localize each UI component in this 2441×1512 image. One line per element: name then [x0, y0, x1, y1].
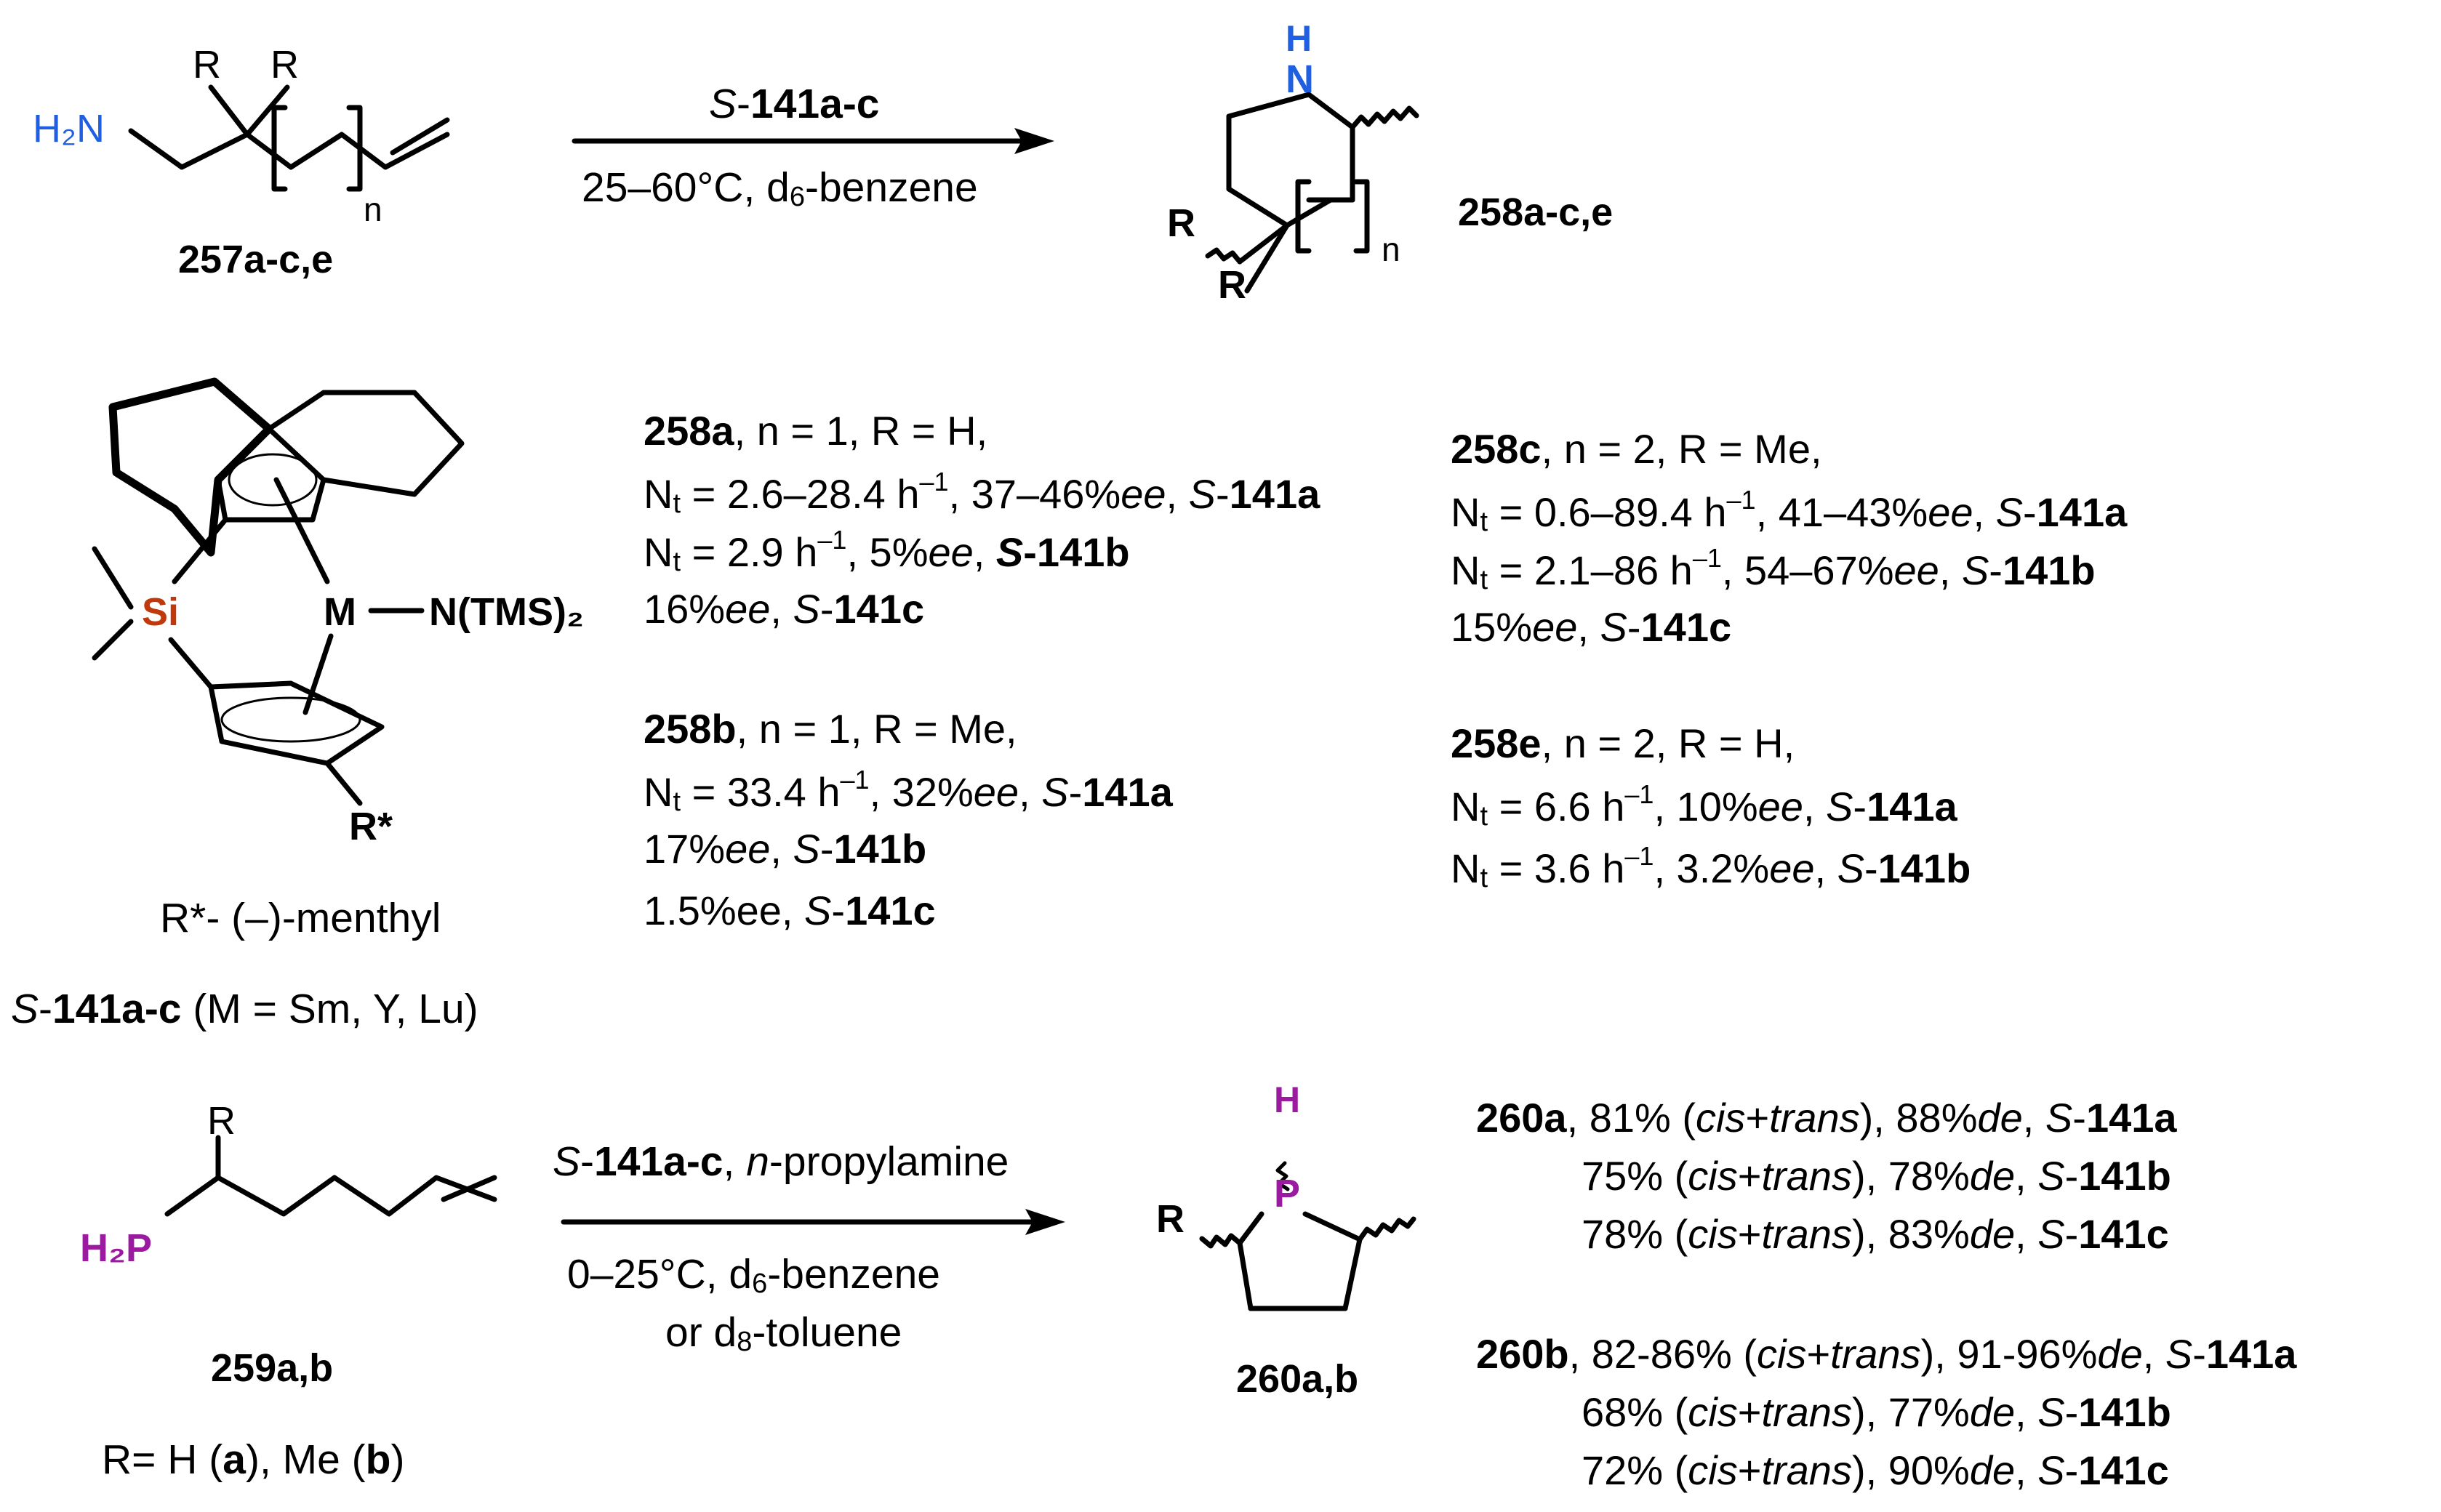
- compound-259-bonds: [164, 1135, 497, 1217]
- compound-260-bonds: [1199, 1161, 1416, 1311]
- compound-257-bonds: [128, 84, 450, 192]
- result-260b-line3: 72% (cis+trans), 90%de, S-141c: [1582, 1447, 2169, 1493]
- result-258a-line4: 16%ee, S-141c: [644, 586, 925, 632]
- result-260a-line3: 78% (cis+trans), 83%de, S-141c: [1582, 1211, 2169, 1257]
- r-label: R: [193, 43, 221, 87]
- result-258b-line2: Nt = 33.4 h–1, 32%ee, S-141a: [644, 765, 1173, 817]
- result-260b-line1: 260b, 82-86% (cis+trans), 91-96%de, S-14…: [1476, 1331, 2297, 1377]
- result-258e-line3: Nt = 3.6 h–1, 3.2%ee, S-141b: [1451, 841, 1971, 893]
- result-258b-line3: 17%ee, S-141b: [644, 826, 927, 872]
- result-260b-line2: 68% (cis+trans), 77%de, S-141b: [1582, 1389, 2171, 1435]
- metal-label: M: [324, 590, 356, 634]
- result-258a-line1: 258a, n = 1, R = H,: [644, 408, 988, 454]
- p-label: P: [1274, 1172, 1301, 1215]
- result-258b-line4: 1.5%ee, S-141c: [644, 888, 936, 933]
- result-258b-line1: 258b, n = 1, R = Me,: [644, 706, 1017, 752]
- result-260a-line1: 260a, 81% (cis+trans), 88%de, S-141a: [1476, 1095, 2177, 1141]
- compound-259-label: 259a,b: [211, 1346, 334, 1390]
- r-label: R: [1218, 263, 1246, 307]
- result-258c-line3: Nt = 2.1–86 h–1, 54–67%ee, S-141b: [1451, 543, 2096, 595]
- nh2-label: H₂N: [33, 107, 105, 150]
- n-index-label: n: [1382, 230, 1400, 268]
- reaction2-conditions-2: or d8-toluene: [665, 1309, 902, 1357]
- reaction2-catalyst: S-141a-c, n-propylamine: [553, 1138, 1009, 1185]
- compound-257-label: 257a-c,e: [178, 238, 334, 281]
- r-label: R: [1167, 201, 1195, 245]
- ph-h-label: H: [1274, 1079, 1301, 1120]
- reaction1-conditions: 25–60°C, d6-benzene: [582, 164, 978, 212]
- reaction2-conditions-1: 0–25°C, d6-benzene: [567, 1251, 940, 1299]
- result-258c-line1: 258c, n = 2, R = Me,: [1451, 426, 1822, 472]
- si-label: Si: [142, 590, 180, 634]
- r-label: R: [207, 1099, 236, 1143]
- reaction-arrow-1: [572, 128, 1054, 154]
- result-260a-line2: 75% (cis+trans), 78%de, S-141b: [1582, 1153, 2171, 1199]
- r-label: R: [1156, 1197, 1185, 1241]
- catalyst-caption: S-141a-c (M = Sm, Y, Lu): [11, 986, 478, 1032]
- catalyst-141-bonds: [92, 377, 465, 806]
- result-258e-line1: 258e, n = 2, R = H,: [1451, 720, 1795, 766]
- nh-n-label: N: [1286, 57, 1314, 101]
- rstar-label: R*: [349, 805, 393, 848]
- result-258a-line2: Nt = 2.6–28.4 h–1, 37–46%ee, S-141a: [644, 467, 1320, 519]
- n-index-label: n: [364, 190, 382, 228]
- result-258a-line3: Nt = 2.9 h–1, 5%ee, S-141b: [644, 525, 1130, 577]
- reaction-arrow-2: [561, 1209, 1065, 1235]
- menthyl-note: R*- (–)-menthyl: [160, 895, 441, 941]
- ph2-label: H₂P: [80, 1226, 153, 1270]
- substituent-note: R= H (a), Me (b): [102, 1436, 405, 1483]
- result-258e-line2: Nt = 6.6 h–1, 10%ee, S-141a: [1451, 779, 1957, 832]
- r-label: R: [270, 43, 299, 87]
- result-258c-line2: Nt = 0.6–89.4 h–1, 41–43%ee, S-141a: [1451, 485, 2128, 537]
- compound-258-bonds: [1205, 92, 1419, 294]
- nh-h-label: H: [1286, 18, 1312, 59]
- compound-260-label: 260a,b: [1236, 1357, 1359, 1401]
- compound-258-label: 258a-c,e: [1458, 190, 1614, 234]
- result-258c-line4: 15%ee, S-141c: [1451, 604, 1732, 650]
- reaction1-catalyst: S-141a-c: [709, 81, 880, 127]
- ntms2-label: N(TMS)₂: [429, 590, 584, 634]
